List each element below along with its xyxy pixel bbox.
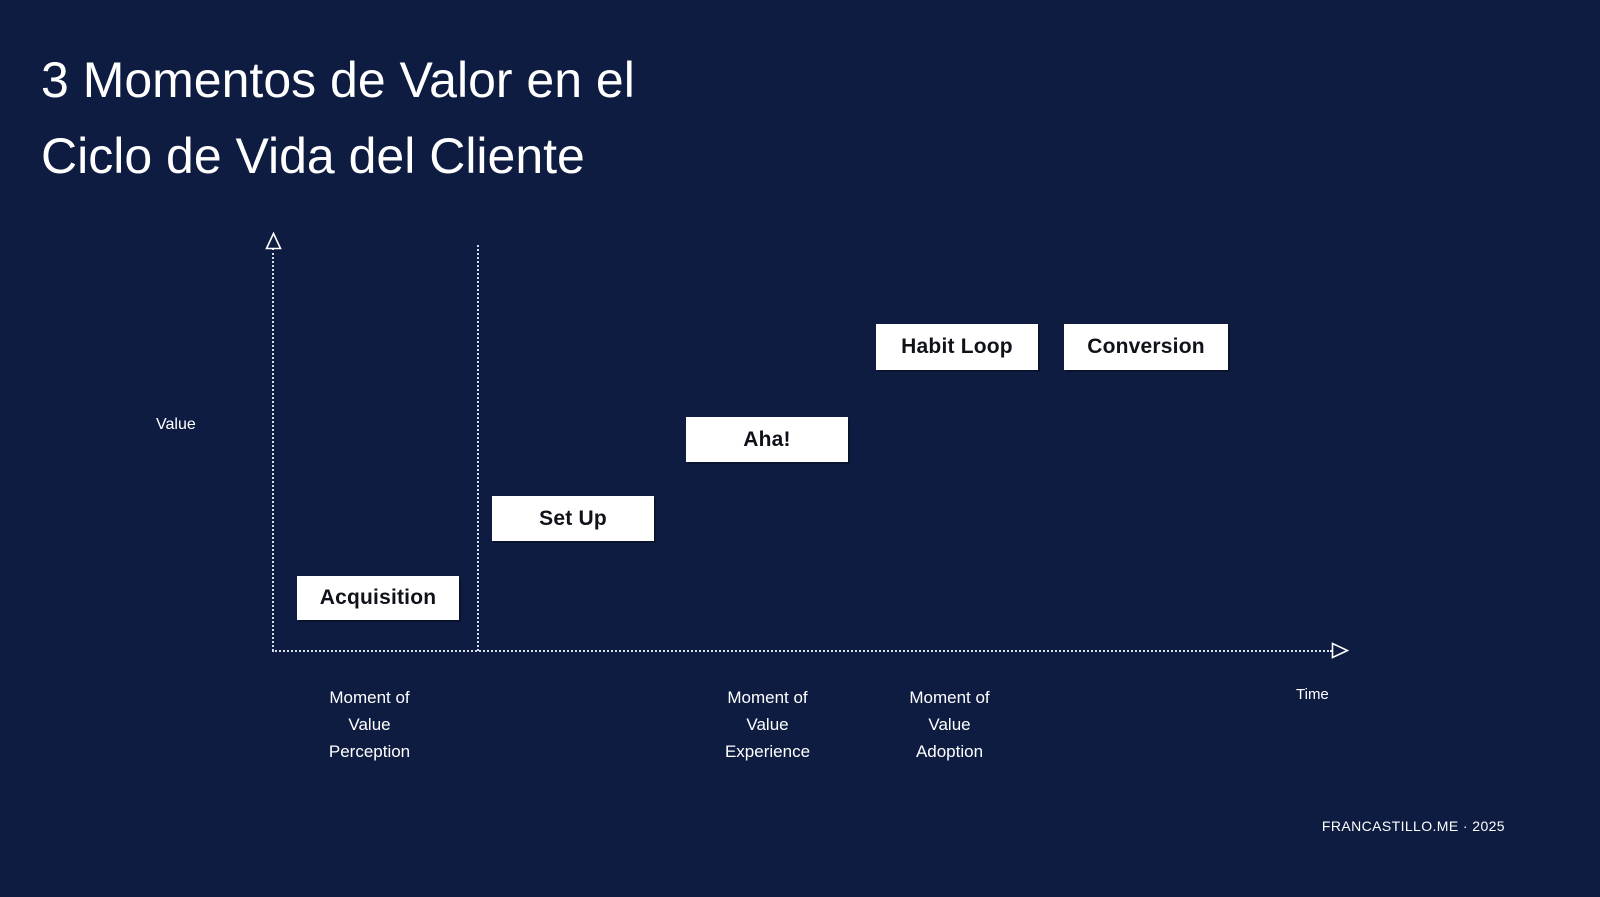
stage-box-habit-loop[interactable]: Habit Loop: [876, 324, 1038, 370]
stage-box-aha[interactable]: Aha!: [686, 417, 848, 462]
x-axis-label: Time: [1296, 686, 1329, 703]
y-axis-label: Value: [156, 416, 196, 433]
arrow-right-outline-icon: [1331, 642, 1349, 659]
y-axis-line: [272, 248, 274, 651]
moment-label-value-perception: Moment of Value Perception: [328, 688, 411, 761]
arrow-up-outline-icon: [265, 232, 282, 250]
stage-box-conversion[interactable]: Conversion: [1064, 324, 1228, 370]
footer-credit: FRANCASTILLO.ME · 2025: [1321, 818, 1505, 834]
x-axis-line: [272, 650, 1332, 652]
stage-box-set-up[interactable]: Set Up: [492, 496, 654, 541]
page-title: 3 Momentos de Valor en el Ciclo de Vida …: [41, 52, 635, 184]
stage-box-acquisition[interactable]: Acquisition: [297, 576, 459, 620]
moment-label-value-experience: Moment of Value Experience: [724, 688, 811, 761]
stage-divider-line: [477, 245, 479, 651]
moment-label-value-adoption: Moment of Value Adoption: [909, 688, 990, 761]
